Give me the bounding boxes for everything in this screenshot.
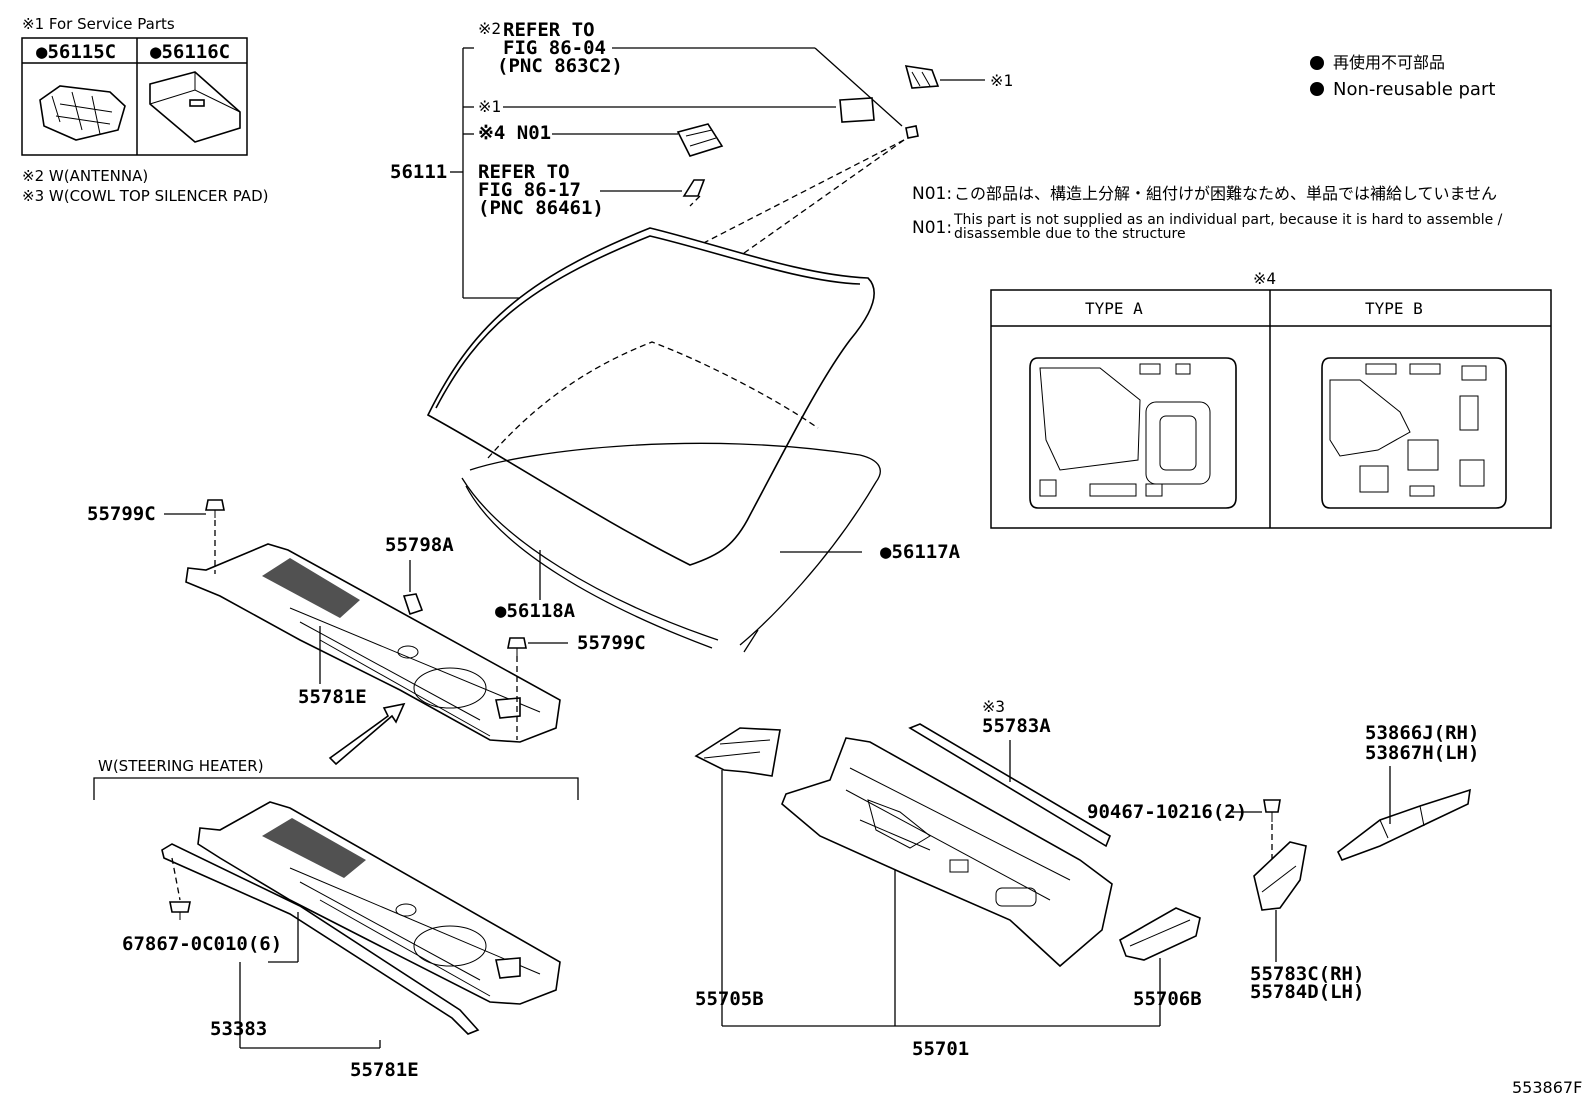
legend: 再使用不可部品 Non-reusable part xyxy=(1310,53,1495,100)
svg-text:※1: ※1 xyxy=(990,71,1013,90)
part-56117a: ●56117A xyxy=(880,541,961,563)
part-55783c: 55783C(RH) xyxy=(1250,963,1364,985)
cowl-panel-55701 xyxy=(781,737,1113,968)
note-cowl-silencer: ※3 W(COWL TOP SILENCER PAD) xyxy=(22,187,268,205)
type-table: ※4 TYPE A TYPE B xyxy=(990,269,1552,529)
direction-arrow xyxy=(328,702,406,766)
svg-text:N01:: N01: xyxy=(912,184,952,204)
clip-55799c-left xyxy=(205,499,225,518)
figure-id: 553867F xyxy=(1512,1078,1582,1097)
svg-text:N01:: N01: xyxy=(912,218,952,238)
svg-text:FIG 86-17: FIG 86-17 xyxy=(478,179,581,201)
bracket-55705b xyxy=(694,727,781,777)
svg-text:REFER TO: REFER TO xyxy=(478,161,570,183)
legend-en: Non-reusable part xyxy=(1333,79,1495,100)
clip-55799c-right xyxy=(507,637,527,656)
clip-67867 xyxy=(169,901,191,920)
type-a-bracket xyxy=(1029,357,1237,509)
pnc-863c2-label: (PNC 863C2) xyxy=(497,55,623,77)
part-56118a: ●56118A xyxy=(495,600,576,622)
cowl-top-panel-lower xyxy=(197,801,561,1005)
n01-note: N01: この部品は、構造上分解・組付けが困難なため、単品では補給していません … xyxy=(912,184,1503,242)
type-b-bracket xyxy=(1321,357,1507,509)
part-55799c-left: 55799C xyxy=(87,503,156,525)
antenna-connector-icon xyxy=(905,125,919,139)
service-parts-box xyxy=(21,37,248,156)
part-53866j: 53866J(RH) xyxy=(1365,722,1479,744)
n01-note-en-2: disassemble due to the structure xyxy=(954,226,1186,242)
service-part-56116c: ●56116C xyxy=(150,41,230,63)
service-part-56115c: ●56115C xyxy=(36,41,116,63)
part-55781e-bottom: 55781E xyxy=(350,1059,419,1081)
bracket-53866j xyxy=(1336,788,1471,861)
part-55799c-right: 55799C xyxy=(577,632,646,654)
pad-icon-top xyxy=(839,97,875,123)
svg-text:※1: ※1 xyxy=(478,97,501,116)
bullet-icon xyxy=(1310,56,1324,70)
n01-note-jp: この部品は、構造上分解・組付けが困難なため、単品では補給していません xyxy=(954,184,1497,203)
part-55781e-top: 55781E xyxy=(298,686,367,708)
part-67867: 67867-0C010(6) xyxy=(122,933,282,955)
steering-heater-strip xyxy=(161,843,480,1035)
part-55705b: 55705B xyxy=(695,988,764,1010)
part-55706b: 55706B xyxy=(1133,988,1202,1010)
part-53383: 53383 xyxy=(210,1018,267,1040)
bolt-90467 xyxy=(1263,799,1281,822)
part-55798a: 55798A xyxy=(385,534,454,556)
part-53867h: 53867H(LH) xyxy=(1365,742,1479,764)
service-parts-title: ※1 For Service Parts xyxy=(22,15,175,33)
antenna-bracket-icon xyxy=(682,179,706,197)
type-b-label: TYPE B xyxy=(1365,299,1423,318)
part-56111: 56111 xyxy=(390,161,447,183)
fig-86-04-label: FIG 86-04 xyxy=(503,37,606,59)
bracket-55783c xyxy=(1253,841,1307,911)
clip-55798a xyxy=(402,593,424,616)
bullet-icon xyxy=(1310,82,1324,96)
refer-to-label: REFER TO xyxy=(503,19,595,41)
part-90467: 90467-10216(2) xyxy=(1087,801,1247,823)
reference-callouts: ※2 REFER TO FIG 86-04 (PNC 863C2) ※1 ※4 … xyxy=(390,19,1013,299)
clip-part-icon xyxy=(39,85,126,141)
part-55701: 55701 xyxy=(912,1038,969,1060)
part-55784d: 55784D(LH) xyxy=(1250,981,1364,1003)
svg-text:※4: ※4 xyxy=(1253,269,1276,288)
type-a-label: TYPE A xyxy=(1085,299,1143,318)
pad-part-icon xyxy=(149,71,241,143)
small-clip-parts xyxy=(676,65,940,197)
svg-text:※2: ※2 xyxy=(478,19,501,38)
cowl-silencer-pad xyxy=(908,723,1111,848)
cowl-top-panel-upper xyxy=(185,543,561,743)
service-parts-panel: ※1 For Service Parts ●56115C ●56116C ※2 … xyxy=(21,15,268,205)
n01-bracket-icon xyxy=(676,123,724,157)
bracket-55706b xyxy=(1119,907,1201,961)
svg-text:※3: ※3 xyxy=(982,697,1005,716)
svg-text:(PNC 86461): (PNC 86461) xyxy=(478,197,604,219)
steering-heater-label: W(STEERING HEATER) xyxy=(98,757,264,775)
legend-jp: 再使用不可部品 xyxy=(1333,53,1445,72)
part-55783a: 55783A xyxy=(982,715,1051,737)
note-antenna: ※2 W(ANTENNA) xyxy=(22,167,148,185)
n01-callout: ※4 N01 xyxy=(478,122,551,144)
n01-note-en-1: This part is not supplied as an individu… xyxy=(953,212,1503,228)
windshield-glass xyxy=(426,227,881,653)
clip-icon-top xyxy=(904,65,940,89)
